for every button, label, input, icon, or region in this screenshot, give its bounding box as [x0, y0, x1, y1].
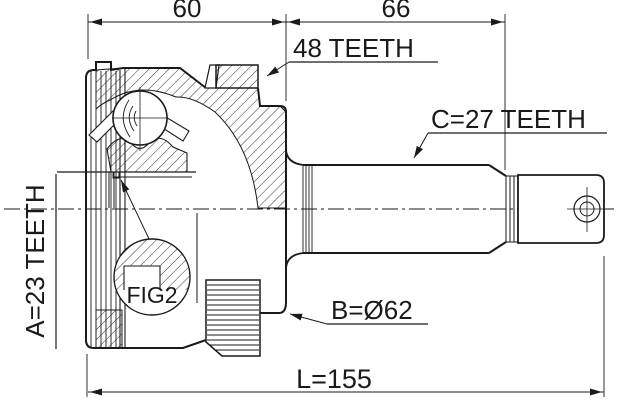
shaft-fillet-top [285, 149, 304, 166]
fig2-groove-outline [123, 265, 161, 290]
shaft-boot-grooves [302, 166, 313, 252]
fig2-leader [120, 179, 151, 242]
center-hole-crosshair [567, 187, 607, 232]
shaft-end-stub [517, 174, 605, 244]
abs-ring-teeth-label: 48 TEETH [293, 33, 414, 63]
bell-wall-hatch [95, 67, 287, 209]
overall-length-label: L=155 [296, 364, 372, 394]
fig2-hatch [114, 239, 190, 290]
leader-b62 [289, 313, 328, 325]
annotation-text: 60 66 48 TEETH C=27 TEETH A=23 TEETH B=Ø… [20, 0, 586, 394]
shaft-chamfer-top [488, 164, 507, 177]
bell-top-profile [85, 61, 207, 89]
fig2-detail: FIG2 [113, 179, 191, 316]
tone-ring-teeth-band [205, 279, 261, 357]
tone-ring-teeth-lines [207, 284, 259, 351]
extension-lines [86, 14, 605, 397]
bell-bottom-profile [85, 339, 207, 349]
inner-spline-bore [57, 171, 196, 208]
tone-ring-section [215, 64, 259, 89]
leader-c27 [413, 132, 429, 159]
snap-ring-groove [112, 172, 120, 179]
dim-60-label: 60 [173, 0, 202, 23]
shaft [285, 149, 607, 269]
leader-48teeth [266, 61, 290, 77]
boot-land-lower-hatch [95, 309, 123, 349]
bell-back-face [257, 87, 287, 314]
outer-spline-teeth-label: C=27 TEETH [431, 104, 586, 134]
dimensions [55, 14, 607, 397]
inner-spline-teeth-label: A=23 TEETH [20, 184, 50, 337]
joint-internals [57, 87, 196, 208]
body-diameter-label: B=Ø62 [331, 295, 413, 325]
shaft-fillet-bottom [285, 252, 304, 269]
ball-centerlines [112, 87, 168, 151]
fig2-label: FIG2 [126, 282, 177, 308]
abs-tone-ring [204, 64, 261, 357]
dim-66-label: 66 [382, 0, 411, 23]
shaft-chamfer-bottom [488, 241, 507, 254]
